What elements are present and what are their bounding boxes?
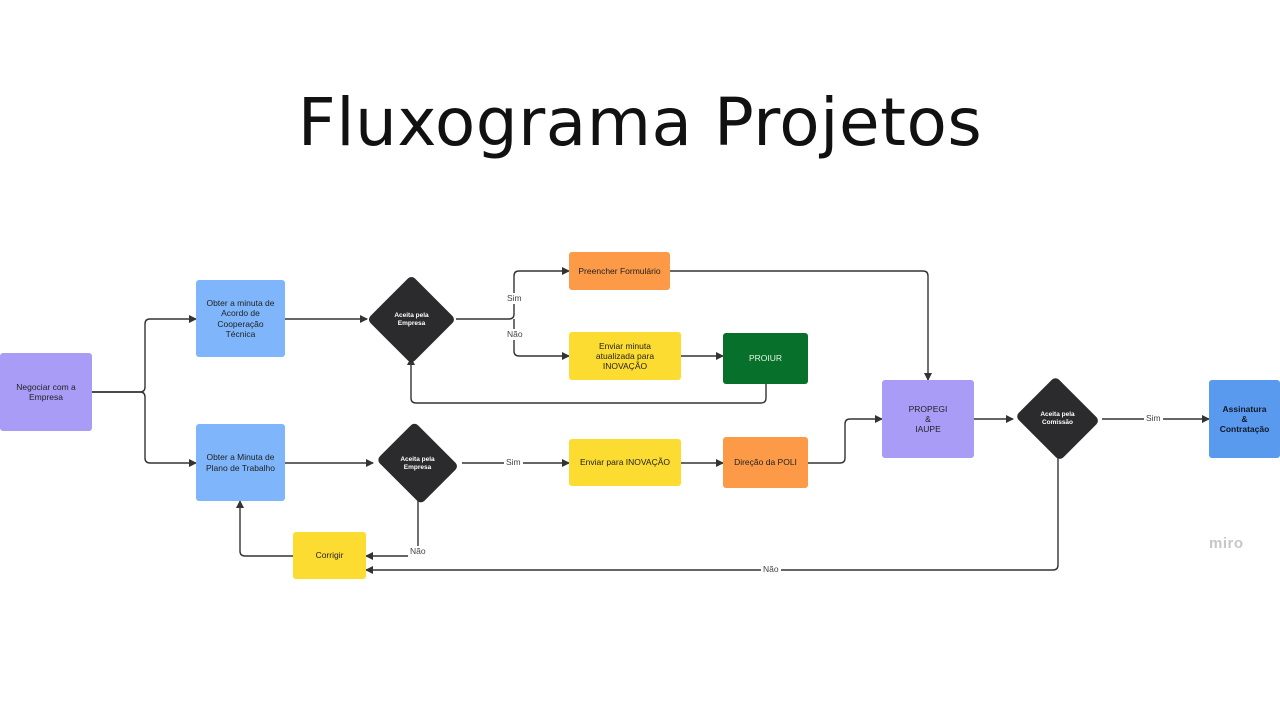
node-obter-plano[interactable]: Obter a Minuta de Plano de Trabalho [196,424,285,501]
edge-label-sim: Sim [505,293,524,304]
edge-comissao-nao [365,456,1059,574]
edge-negociar-to-acordo [92,315,197,393]
node-assinatura-contratacao[interactable]: Assinatura & Contratação [1209,380,1280,458]
node-proiur[interactable]: PROIUR [723,333,808,384]
edge-proiur-back-to-decision1 [407,357,767,404]
edge-corrigir-back-to-plano [236,500,293,557]
miro-watermark-logo: miro [1209,535,1244,552]
node-propegi-iaupe[interactable]: PROPEGI & IAUPE [882,380,974,458]
decision-label: Aceita pela Comissão [1040,411,1075,426]
node-negociar[interactable]: Negociar com a Empresa [0,353,92,431]
node-preencher-formulario[interactable]: Preencher Formulário [569,252,670,290]
edge-negociar-to-plano [92,391,197,467]
node-obter-acordo[interactable]: Obter a minuta de Acordo de Cooperação T… [196,280,285,357]
edge-label-nao: Não [761,564,781,575]
decision-aceita-empresa-1[interactable]: Aceita pela Empresa [367,275,456,364]
decision-label: Aceita pela Empresa [400,456,435,471]
node-corrigir[interactable]: Corrigir [293,532,366,579]
edge-decision1-nao [513,319,570,360]
page-title: Fluxograma Projetos [297,84,983,161]
edge-label-nao: Não [505,329,525,340]
node-enviar-inovacao[interactable]: Enviar para INOVAÇÃO [569,439,681,486]
edge-label-sim: Sim [504,457,523,468]
decision-label: Aceita pela Empresa [394,312,429,327]
edge-label-nao: Não [408,546,428,557]
edge-preencher-to-propegi [670,270,932,381]
node-enviar-minuta[interactable]: Enviar minuta atualizada para INOVAÇÃO [569,332,681,380]
node-direcao-poli[interactable]: Direção da POLI [723,437,808,488]
decision-aceita-empresa-2[interactable]: Aceita pela Empresa [373,425,462,502]
decision-aceita-comissao[interactable]: Aceita pela Comissão [1013,378,1102,459]
edge-direcao-to-propegi [808,415,883,464]
edge-label-sim: Sim [1144,413,1163,424]
